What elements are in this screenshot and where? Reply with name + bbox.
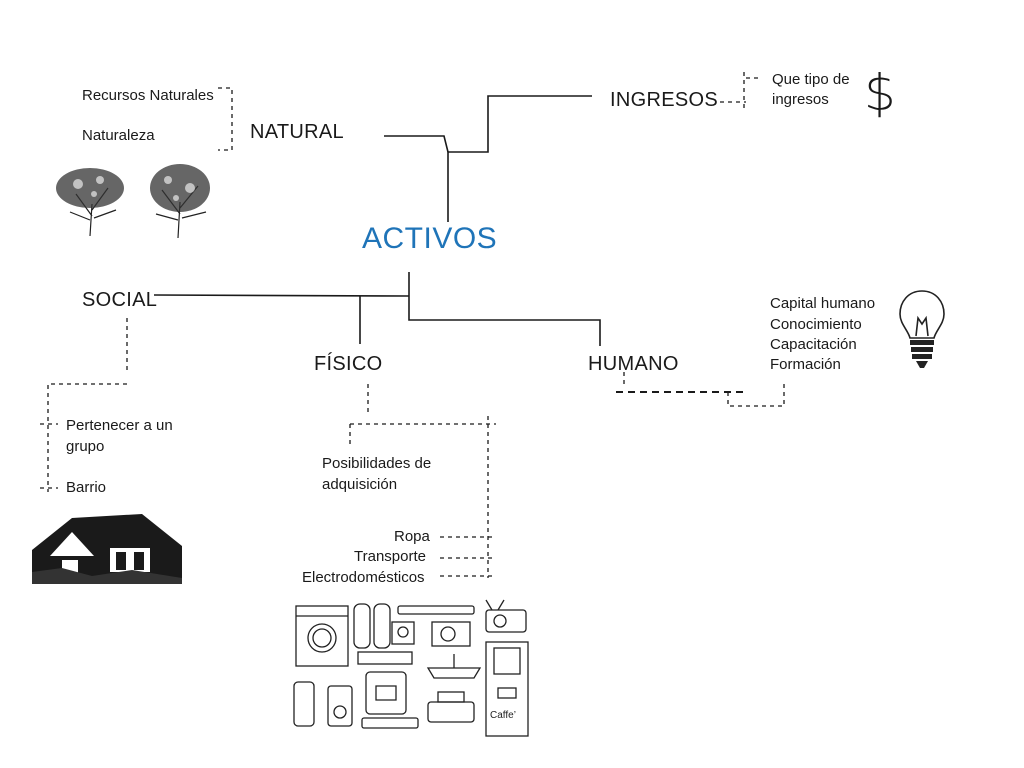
center-node-activos: ACTIVOS	[362, 222, 498, 255]
line-to-social	[153, 294, 410, 297]
node-social: SOCIAL	[82, 289, 158, 311]
natural-item-naturaleza: Naturaleza	[82, 127, 155, 144]
humano-item-capital: Capital humano	[770, 295, 876, 312]
natural-item-recursos: Recursos Naturales	[82, 87, 214, 104]
fisico-item-adquisicion: adquisición	[322, 476, 398, 493]
fisico-item-electrodomesticos: Electrodomésticos	[302, 569, 425, 586]
humano-item-formacion: Formación	[770, 356, 841, 373]
node-ingresos: INGRESOS	[610, 89, 718, 111]
node-fisico: FÍSICO	[314, 353, 383, 375]
fisico-item-posibilidades: Posibilidades de	[322, 455, 432, 472]
ingresos-item-line1: Que tipo de	[772, 71, 850, 88]
line-to-natural	[384, 135, 449, 153]
caffe-machine-label: Caffe’	[490, 710, 516, 721]
lightbulb-icon	[899, 290, 945, 368]
social-item-grupo: grupo	[66, 438, 105, 455]
social-item-barrio: Barrio	[66, 479, 107, 496]
appliances-icon: Caffe’	[293, 599, 529, 737]
house-icon	[32, 510, 190, 584]
line-to-humano	[408, 296, 601, 346]
humano-item-conocimiento: Conocimiento	[770, 316, 862, 333]
ingresos-item-line2: ingresos	[772, 91, 829, 108]
node-natural: NATURAL	[250, 121, 344, 143]
node-humano: HUMANO	[588, 353, 679, 375]
line-to-ingresos	[447, 95, 592, 222]
dollar-icon: $	[864, 64, 896, 122]
fisico-item-ropa: Ropa	[394, 528, 430, 545]
social-item-pertenecer: Pertenecer a un	[66, 417, 173, 434]
humano-item-capacitacion: Capacitación	[770, 336, 857, 353]
natural-bracket	[218, 87, 233, 151]
trees-icon	[56, 164, 210, 239]
fisico-item-transporte: Transporte	[354, 548, 426, 565]
